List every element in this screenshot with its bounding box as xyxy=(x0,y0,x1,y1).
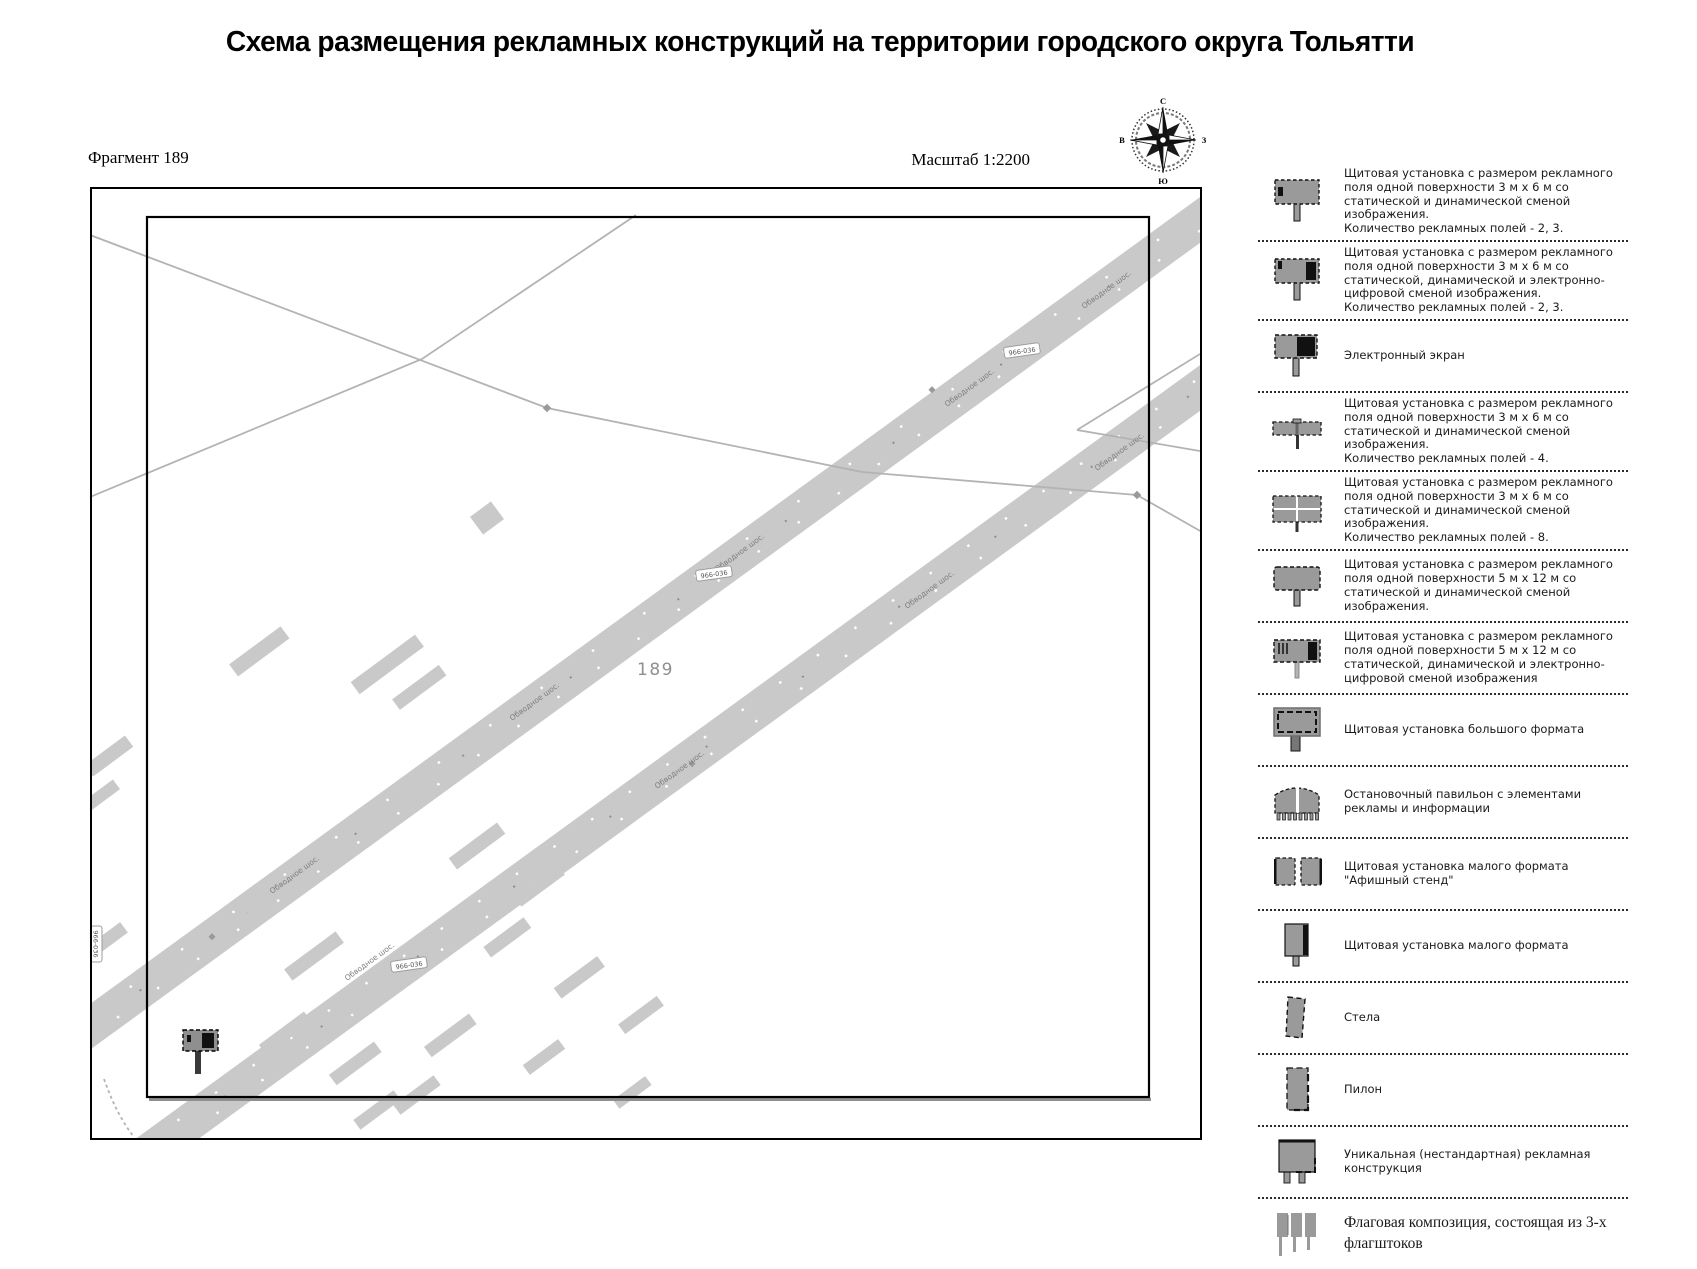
legend-item: Щитовая установка с размером рекламного … xyxy=(1258,393,1628,472)
scheme-page: { "title": "Схема размещения рекламных к… xyxy=(88,26,1628,1256)
legend-item-text: Стела xyxy=(1344,1010,1381,1025)
legend-item: Щитовая установка с размером рекламного … xyxy=(1258,623,1628,695)
bus-pavilion-icon xyxy=(1258,778,1344,826)
svg-text:966-036: 966-036 xyxy=(92,930,100,957)
legend-item: Щитовая установка с размером рекламного … xyxy=(1258,163,1628,242)
node-markers xyxy=(208,386,1142,941)
billboard-3x6-digital-icon xyxy=(1258,256,1344,304)
svg-text:966-036: 966-036 xyxy=(395,960,423,972)
legend: Щитовая установка с размером рекламного … xyxy=(1258,163,1628,1269)
compass-left-label: В xyxy=(1119,135,1125,145)
large-format-icon xyxy=(1258,706,1344,754)
route-marker-badges: 966-036 966-036 966-036 966-036 xyxy=(92,342,1041,973)
legend-item: Щитовая установка большого формата xyxy=(1258,695,1628,767)
compass-north-label: С xyxy=(1160,96,1166,106)
legend-item-text: Щитовая установка с размером рекламного … xyxy=(1344,244,1613,315)
legend-item-text: Щитовая установка с размером рекламного … xyxy=(1344,395,1613,466)
legend-item-text: Электронный экран xyxy=(1344,348,1465,363)
inner-boundary xyxy=(145,215,1151,1101)
parcel-lines xyxy=(92,214,1200,1138)
legend-item-text: Флаговая композиция, состоящая из 3-х фл… xyxy=(1344,1214,1607,1252)
fragment-label: Фрагмент 189 xyxy=(88,148,189,167)
poster-stand-icon xyxy=(1258,850,1344,898)
scale-label: Масштаб 1:2200 xyxy=(911,150,1030,169)
flag-composition-icon xyxy=(1258,1210,1344,1258)
legend-item-text: Щитовая установка с размером рекламного … xyxy=(1344,166,1613,236)
legend-item: Щитовая установка с размером рекламного … xyxy=(1258,472,1628,551)
page-title: Схема размещения рекламных конструкций н… xyxy=(225,26,1415,58)
legend-item-text: Щитовая установка с размером рекламного … xyxy=(1344,629,1613,685)
legend-item: Электронный экран xyxy=(1258,321,1628,393)
billboard-3x6-4fields-icon xyxy=(1258,407,1344,455)
legend-item: Щитовая установка с размером рекламного … xyxy=(1258,242,1628,321)
legend-item-text: Щитовая установка с размером рекламного … xyxy=(1344,557,1613,613)
legend-item: Пилон xyxy=(1258,1055,1628,1127)
compass-right-label: З xyxy=(1202,135,1207,145)
small-format-icon xyxy=(1258,922,1344,970)
legend-item: Щитовая установка малого формата "Афишны… xyxy=(1258,839,1628,911)
unique-construction-icon xyxy=(1258,1138,1344,1186)
legend-item-text: Щитовая установка большого формата xyxy=(1344,722,1585,737)
map-fragment-canvas: Обводное шос. Обводное шос. Обводное шос… xyxy=(90,187,1202,1140)
svg-text:966-036: 966-036 xyxy=(1008,346,1036,358)
legend-item-text: Пилон xyxy=(1344,1082,1383,1097)
legend-item: Флаговая композиция, состоящая из 3-х фл… xyxy=(1258,1199,1628,1269)
legend-item-text: Остановочный павильон с элементами рекла… xyxy=(1344,787,1582,815)
billboard-3x6-8fields-icon xyxy=(1258,486,1344,534)
billboard-3x6-static-icon xyxy=(1258,177,1344,225)
billboard-5x12-digital-icon xyxy=(1258,634,1344,682)
pylon-icon xyxy=(1258,1066,1344,1114)
legend-item: Уникальная (нестандартная) рекламная кон… xyxy=(1258,1127,1628,1199)
legend-item-text: Щитовая установка с размером рекламного … xyxy=(1344,474,1613,545)
legend-item: Стела xyxy=(1258,983,1628,1055)
area-number-label: 189 xyxy=(637,660,674,680)
legend-item-text: Щитовая установка малого формата xyxy=(1344,938,1569,953)
legend-item-text: Щитовая установка малого формата "Афишны… xyxy=(1344,859,1569,887)
legend-item: Щитовая установка малого формата xyxy=(1258,911,1628,983)
billboard-marker-icon xyxy=(182,1029,219,1074)
svg-text:966-036: 966-036 xyxy=(700,569,728,581)
legend-item-text: Уникальная (нестандартная) рекламная кон… xyxy=(1344,1147,1591,1175)
compass-south-label: Ю xyxy=(1158,176,1168,186)
legend-item: Остановочный павильон с элементами рекла… xyxy=(1258,767,1628,839)
stela-icon xyxy=(1258,994,1344,1042)
billboard-5x12-static-icon xyxy=(1258,562,1344,610)
electronic-screen-icon xyxy=(1258,332,1344,380)
legend-item: Щитовая установка с размером рекламного … xyxy=(1258,551,1628,623)
compass-rose-icon: С Ю В З xyxy=(1116,93,1210,187)
